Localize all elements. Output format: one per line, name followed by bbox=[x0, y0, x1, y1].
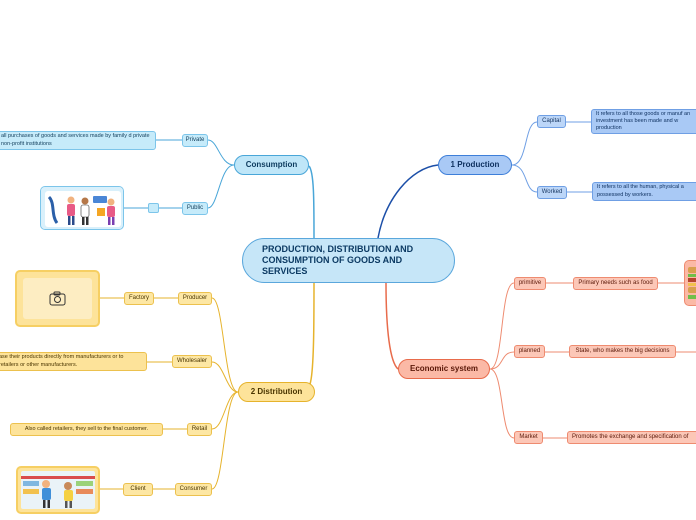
retail-subtopic[interactable]: Retail bbox=[187, 423, 212, 436]
food-picture bbox=[684, 260, 696, 306]
consumption-topic[interactable]: Consumption bbox=[234, 155, 309, 175]
primitive-description[interactable]: Primary needs such as food bbox=[573, 277, 658, 290]
economic-sub-connectors bbox=[490, 283, 696, 438]
worked-subtopic[interactable]: Worked bbox=[537, 186, 567, 199]
worked-description[interactable]: It refers to all the human, physical a p… bbox=[592, 182, 696, 201]
private-description[interactable]: all purchases of goods and services made… bbox=[0, 131, 156, 150]
public-subtopic[interactable]: Public bbox=[182, 202, 208, 215]
wholesaler-subtopic[interactable]: Wholesaler bbox=[172, 355, 212, 368]
wholesaler-description[interactable]: ase their products directly from manufac… bbox=[0, 352, 147, 371]
market-description[interactable]: Promotes the exchange and specification … bbox=[567, 431, 696, 444]
food-illustration bbox=[685, 261, 696, 306]
retail-description[interactable]: Also called retailers, they sell to the … bbox=[10, 423, 163, 436]
factory-subtopic[interactable]: Factory bbox=[124, 292, 154, 305]
capital-description[interactable]: It refers to all those goods or manuf an… bbox=[591, 109, 696, 134]
economic-connectors bbox=[386, 283, 398, 369]
public-note[interactable] bbox=[148, 203, 159, 213]
economic-system-topic[interactable]: Economic system bbox=[398, 359, 490, 379]
production-connectors bbox=[378, 165, 438, 238]
shopping-people-illustration bbox=[41, 187, 124, 230]
planned-description[interactable]: State, who makes the big decisions bbox=[569, 345, 676, 358]
producer-subtopic[interactable]: Producer bbox=[178, 292, 212, 305]
production-sub-connectors bbox=[512, 122, 592, 192]
factory-picture bbox=[15, 270, 100, 327]
central-topic[interactable]: PRODUCTION, DISTRIBUTION AND CONSUMPTION… bbox=[242, 238, 455, 283]
central-topic-title: PRODUCTION, DISTRIBUTION AND CONSUMPTION… bbox=[262, 244, 427, 278]
shopping-people-picture bbox=[40, 186, 124, 230]
production-topic[interactable]: 1 Production bbox=[438, 155, 512, 175]
consumer-subtopic[interactable]: Consumer bbox=[175, 483, 212, 496]
client-subtopic[interactable]: Client bbox=[123, 483, 153, 496]
market-subtopic[interactable]: Market bbox=[514, 431, 543, 444]
private-subtopic[interactable]: Private bbox=[182, 134, 208, 147]
planned-subtopic[interactable]: planned bbox=[514, 345, 545, 358]
distribution-topic[interactable]: 2 Distribution bbox=[238, 382, 315, 402]
camera-icon bbox=[17, 272, 100, 327]
supermarket-people-picture bbox=[16, 466, 100, 514]
supermarket-illustration bbox=[18, 468, 98, 512]
capital-subtopic[interactable]: Capital bbox=[537, 115, 566, 128]
primitive-subtopic[interactable]: primitive bbox=[514, 277, 546, 290]
